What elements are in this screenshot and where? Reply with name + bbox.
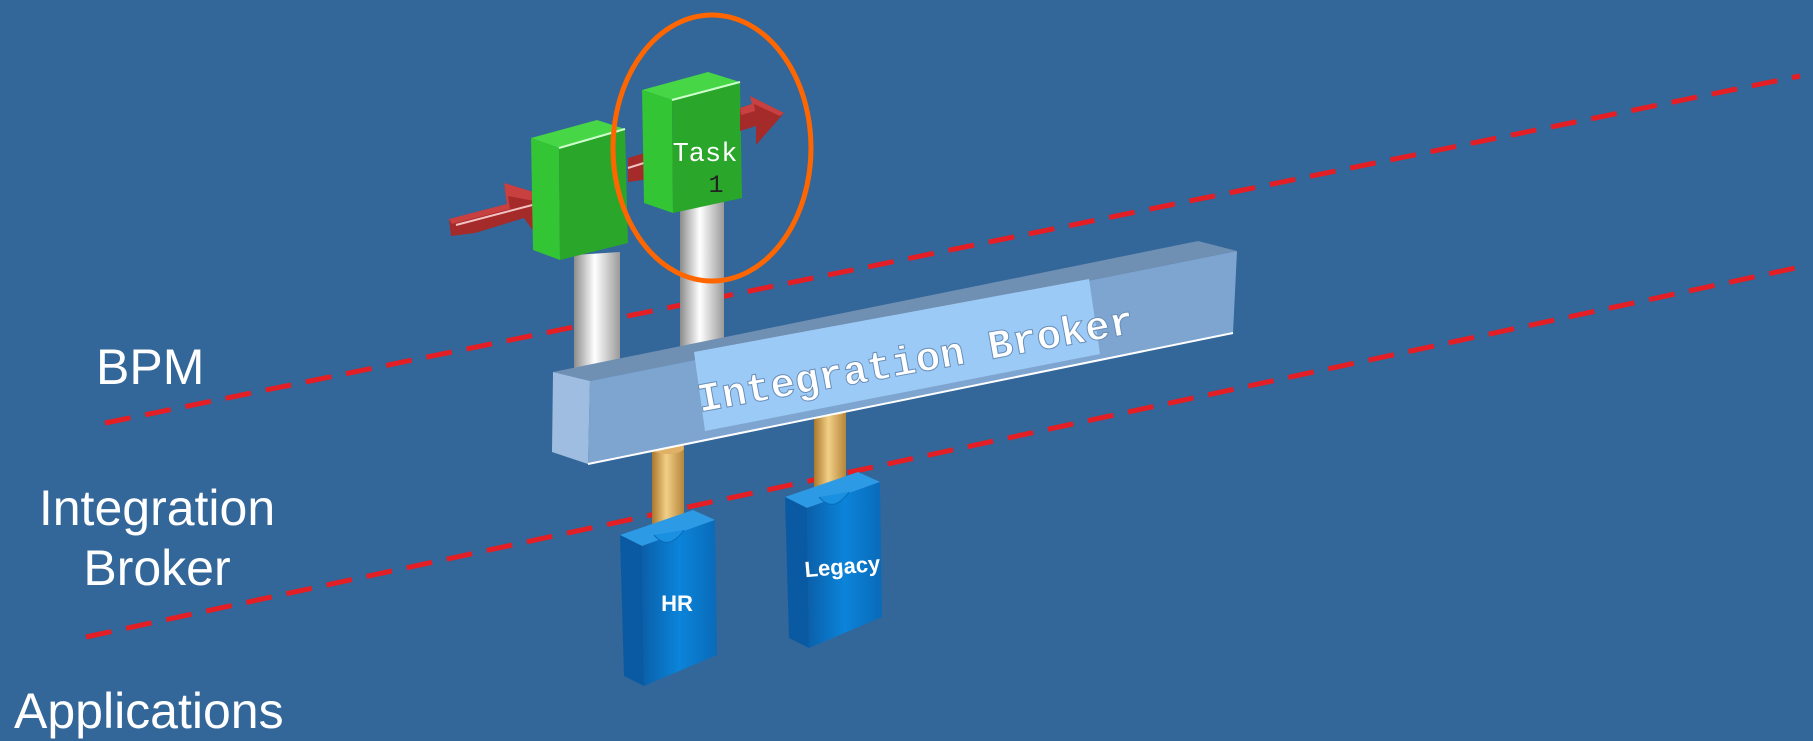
outgoing-arrow: [740, 96, 784, 145]
layer-label-bpm: BPM: [96, 339, 205, 395]
app-hr-front: [642, 520, 717, 686]
task-1-label-line2: 1: [708, 171, 723, 200]
connector-legacy: [814, 407, 846, 491]
app-hr-label: HR: [661, 591, 693, 616]
app-legacy-top: [785, 472, 880, 508]
broker-end-face: [552, 372, 590, 464]
task-1-edge: [671, 81, 741, 101]
integration-broker-bar[interactable]: Integration Broker: [552, 241, 1237, 465]
task-0-top: [531, 120, 625, 148]
boundary-bpm-broker: [104, 73, 1801, 426]
task-0-side: [531, 138, 560, 260]
app-legacy-front: [807, 482, 882, 648]
app-hr[interactable]: HR: [620, 510, 717, 686]
task-1-top: [642, 72, 740, 100]
task-block-1[interactable]: Task 1: [642, 72, 742, 213]
task-0-front: [559, 129, 628, 260]
layer-label-integration-broker-line1: Integration: [38, 480, 276, 536]
task-1-front: [672, 82, 742, 213]
app-legacy-side: [785, 497, 809, 648]
pipe-task-1: [680, 202, 724, 352]
broker-top-face: [553, 241, 1237, 381]
app-legacy[interactable]: Legacy: [785, 472, 882, 648]
app-hr-side: [620, 535, 644, 686]
app-legacy-socket: [818, 491, 850, 505]
layer-label-applications: Applications: [14, 683, 284, 739]
connector-hr: [652, 445, 684, 528]
layer-label-integration-broker-line2: Broker: [83, 540, 231, 596]
broker-label-panel: [694, 279, 1100, 431]
task-1-label-line1: Task: [673, 140, 738, 170]
app-hr-top: [620, 510, 715, 546]
app-hr-socket: [653, 529, 685, 543]
task-block-0[interactable]: [531, 120, 628, 260]
task-1-highlight-ellipse: [610, 12, 814, 284]
task-1-side: [642, 90, 673, 213]
layer-label-integration-broker: Integration Broker: [22, 478, 292, 598]
boundary-broker-applications: [85, 264, 1801, 640]
pipe-task-0: [574, 252, 620, 374]
broker-edge-highlight: [587, 332, 1234, 465]
